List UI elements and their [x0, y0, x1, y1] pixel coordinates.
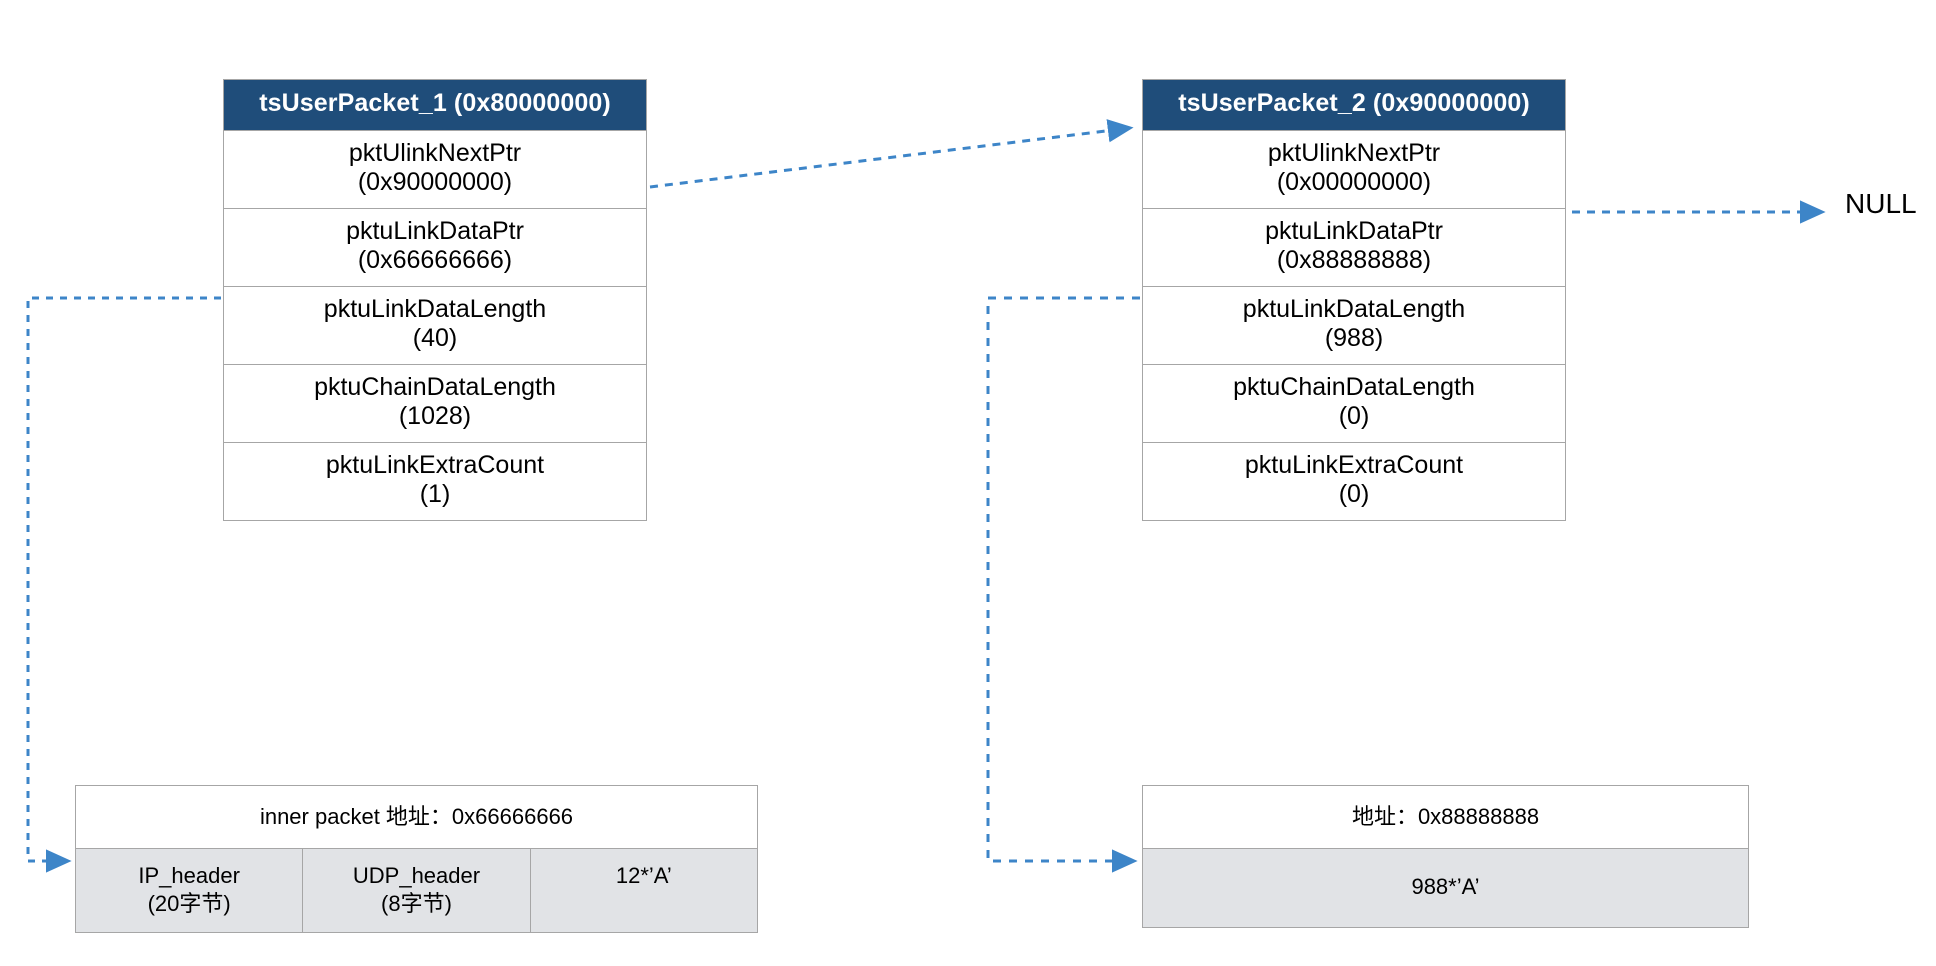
- buffer-cell-ip-header: IP_header (20字节): [76, 849, 302, 932]
- field-row-pktulinkextracount: pktuLinkExtraCount (0): [1143, 441, 1565, 520]
- field-name: pktuLinkDataLength: [323, 294, 547, 323]
- field-row-pktulinkdatalength: pktuLinkDataLength (988): [1143, 285, 1565, 364]
- buffer-cell-payload: 988*’A’: [1143, 849, 1748, 927]
- field-value: (0x88888888): [1276, 246, 1432, 274]
- field-value: (0x00000000): [1276, 168, 1432, 196]
- struct-table-packet2: tsUserPacket_2 (0x90000000) pktUlinkNext…: [1142, 79, 1566, 521]
- field-name: pktuLinkDataPtr: [346, 216, 524, 245]
- struct-header-address: (0x80000000): [453, 89, 611, 117]
- field-name: pktUlinkNextPtr: [1267, 138, 1441, 167]
- struct-table-packet1: tsUserPacket_1 (0x80000000) pktUlinkNext…: [223, 79, 647, 521]
- struct-header-packet2: tsUserPacket_2 (0x90000000): [1143, 80, 1565, 130]
- field-value: (0): [1338, 402, 1370, 430]
- field-value: (0x66666666): [357, 246, 513, 274]
- field-name: pktuLinkExtraCount: [1244, 450, 1464, 479]
- field-row-pktulinkdatalength: pktuLinkDataLength (40): [224, 285, 646, 364]
- field-row-pktuchaindatalength: pktuChainDataLength (1028): [224, 363, 646, 442]
- field-row-pktulinkdataptr: pktuLinkDataPtr (0x88888888): [1143, 207, 1565, 286]
- struct-header-address: (0x90000000): [1372, 89, 1530, 117]
- field-value: (1028): [398, 402, 472, 430]
- cell-label: UDP_header: [352, 863, 481, 889]
- field-value: (1): [419, 480, 451, 508]
- buffer-cell-row: IP_header (20字节) UDP_header (8字节) 12*’A’: [76, 848, 757, 933]
- arrow-next-ptr-1-to-packet2: [649, 119, 1134, 189]
- field-name: pktuLinkDataPtr: [1265, 216, 1443, 245]
- field-row-pktulinknextptr: pktUlinkNextPtr (0x90000000): [224, 129, 646, 208]
- field-name: pktuChainDataLength: [1233, 372, 1475, 401]
- field-value: (988): [1324, 324, 1384, 352]
- field-row-pktulinkdataptr: pktuLinkDataPtr (0x66666666): [224, 207, 646, 286]
- cell-label: 12*’A’: [615, 863, 672, 889]
- field-row-pktulinkextracount: pktuLinkExtraCount (1): [224, 441, 646, 520]
- cell-label: 988*’A’: [1411, 874, 1480, 900]
- field-value: (0): [1338, 480, 1370, 508]
- field-name: pktuChainDataLength: [314, 372, 556, 401]
- buffer-table-second-data: 地址：0x88888888 988*’A’: [1142, 785, 1749, 928]
- buffer-cell-payload: 12*’A’: [529, 849, 757, 933]
- buffer-title: inner packet 地址：0x66666666: [76, 786, 757, 849]
- null-terminator-label: NULL: [1845, 188, 1917, 219]
- field-name: pktuLinkExtraCount: [325, 450, 545, 479]
- field-value: (0x90000000): [357, 168, 513, 196]
- cell-sublabel: (20字节): [147, 890, 231, 916]
- arrow-data-ptr-2-to-buffer2: [986, 296, 1140, 873]
- buffer-cell-row: 988*’A’: [1143, 848, 1748, 927]
- field-value: (40): [412, 324, 458, 352]
- struct-header-name: tsUserPacket_2: [1178, 89, 1366, 117]
- cell-label: IP_header: [138, 863, 240, 889]
- field-name: pktuLinkDataLength: [1242, 294, 1466, 323]
- buffer-title: 地址：0x88888888: [1143, 786, 1748, 849]
- field-name: pktUlinkNextPtr: [348, 138, 522, 167]
- arrow-data-ptr-1-to-buffer1: [26, 296, 221, 873]
- buffer-cell-udp-header: UDP_header (8字节): [302, 849, 529, 933]
- field-row-pktulinknextptr: pktUlinkNextPtr (0x00000000): [1143, 129, 1565, 208]
- struct-header-packet1: tsUserPacket_1 (0x80000000): [224, 80, 646, 130]
- struct-header-name: tsUserPacket_1: [259, 89, 447, 117]
- field-row-pktuchaindatalength: pktuChainDataLength (0): [1143, 363, 1565, 442]
- cell-sublabel: (8字节): [381, 890, 452, 916]
- buffer-table-inner-packet: inner packet 地址：0x66666666 IP_header (20…: [75, 785, 758, 934]
